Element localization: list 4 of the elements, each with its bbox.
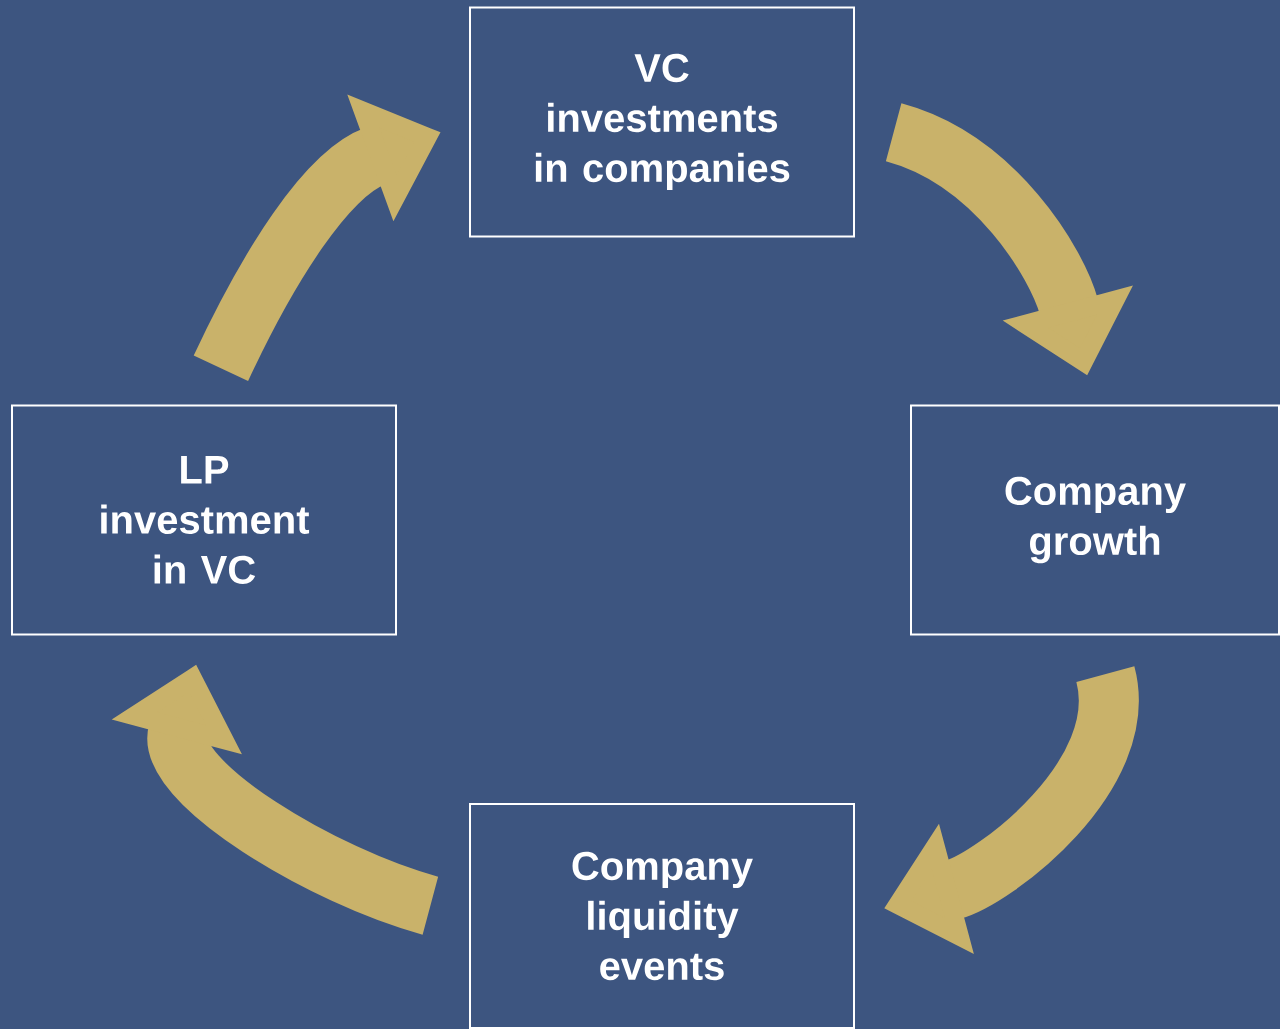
process-box: VC investments in companies (469, 6, 855, 238)
process-box: LP investment in VC (11, 404, 397, 636)
process-box: Company growth (910, 404, 1280, 636)
process-box: Company liquidity events (469, 803, 855, 1029)
